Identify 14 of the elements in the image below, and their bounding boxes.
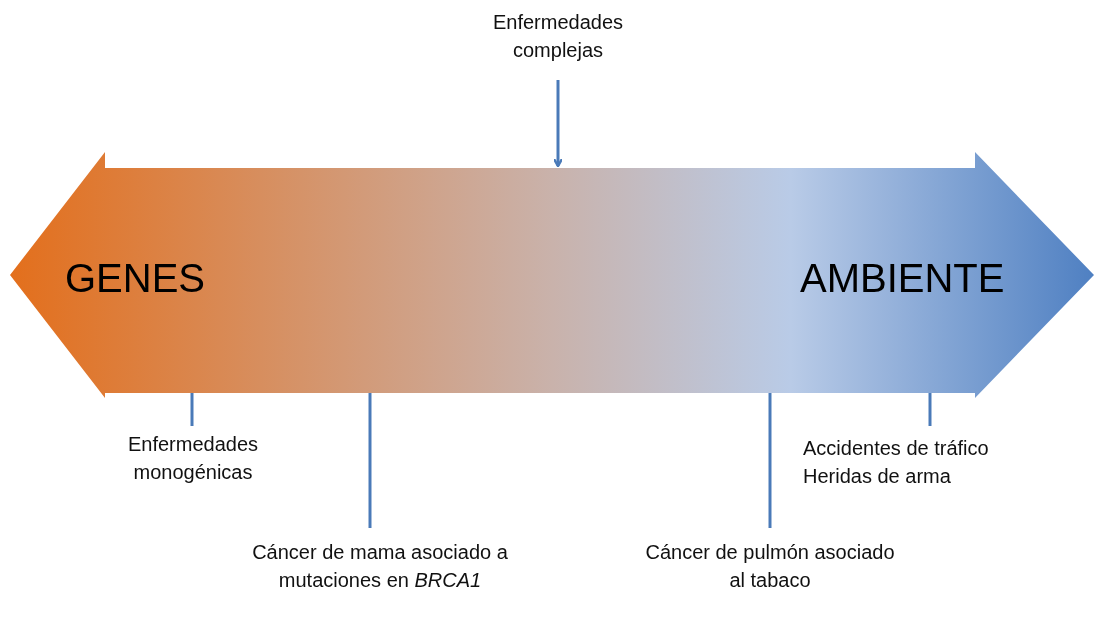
double-arrow-band <box>10 152 1094 398</box>
node-label: Cáncer de mama asociado a mutaciones en BRCA1 <box>251 540 509 593</box>
leader-line <box>368 393 372 528</box>
node-label: Accidentes de tráfico <box>803 436 990 461</box>
band-label: GENES <box>65 258 206 298</box>
node-label: Enfermedades complejas <box>491 10 625 63</box>
leader-line <box>190 393 194 426</box>
band-label: AMBIENTE <box>800 258 1005 298</box>
node-label: Cáncer de pulmón asociado al tabaco <box>644 540 896 593</box>
node-label: Heridas de arma <box>803 464 952 489</box>
arrow <box>552 80 564 168</box>
leader-line <box>928 393 932 426</box>
node-label: Enfermedades monogénicas <box>126 432 260 485</box>
leader-line <box>768 393 772 528</box>
